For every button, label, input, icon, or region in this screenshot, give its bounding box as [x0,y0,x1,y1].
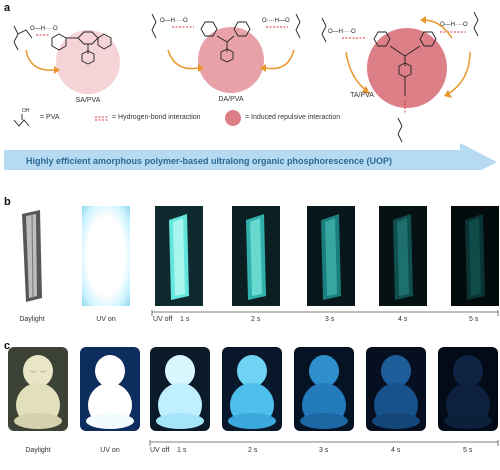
film-4s-photo [379,206,427,306]
ta-pva-bottom [397,117,403,143]
statue-daylight-label: Daylight [25,447,51,454]
svg-text:O—H····O: O—H····O [328,29,356,35]
uop-banner-arrow [4,143,497,170]
timeline-c-1s: 1 s [177,447,187,454]
timeline-b-uv-off: UV off [153,316,173,323]
sa-pva-chain [13,25,33,51]
panel-a-schematic: O—H····O O—H····O O····H—O O—H····O O—H·… [4,11,497,170]
film-daylight-photo [12,206,52,306]
da-pva-right [295,13,301,39]
timeline-b-axis [151,310,499,316]
svg-text:O—H····O: O—H····O [30,26,58,32]
legend-pva-icon [13,114,30,127]
sa-circle [56,30,120,94]
sa-molecule [51,31,112,65]
ta-arrow-top [423,19,453,39]
film-uv-on-label: UV on [96,316,116,323]
legend-pva-text: = PVA [40,114,60,121]
legend-hbond-text: = Hydrogen-bond interaction [112,114,201,121]
svg-text:O····H—O: O····H—O [262,18,290,24]
statue-1s-photo [150,347,210,431]
ta-pva-right [473,11,479,37]
svg-text:OH: OH [22,108,30,114]
timeline-b-5s: 5 s [469,316,479,323]
panel-b-letter: b [4,196,11,208]
film-uv-on-photo [82,206,130,306]
timeline-b-3s: 3 s [325,316,335,323]
da-pva-left [151,13,157,39]
film-1s-photo [155,206,203,306]
film-3s-photo [307,206,355,306]
statue-4s-photo [366,347,426,431]
da-molecule [200,21,251,63]
timeline-b-1s: 1 s [180,316,190,323]
timeline-c-uv-off: UV off [150,447,170,454]
da-arrow-right [265,49,295,70]
timeline-c-5s: 5 s [463,447,473,454]
da-pva-label: DA/PVA [218,96,244,103]
timeline-b-4s: 4 s [398,316,408,323]
legend-repulsive-text: = Induced repulsive interaction [245,114,341,121]
statue-5s-photo [438,347,498,431]
da-arrow-left [167,49,199,70]
sa-arrow [25,49,55,71]
sa-pva-label: SA/PVA [75,97,101,104]
statue-uv-on-photo [80,347,140,431]
ta-molecule [373,31,437,96]
statue-3s-photo [294,347,354,431]
film-2s-photo [232,206,280,306]
timeline-b-2s: 2 s [251,316,261,323]
ta-circle [367,28,447,108]
panel-a-letter: a [4,2,11,14]
statue-daylight-photo [8,347,68,431]
statue-2s-photo [222,347,282,431]
legend-repulsive-icon [225,110,241,126]
statue-uv-on-label: UV on [100,447,120,454]
film-5s-photo [451,206,499,306]
ta-pva-left [321,17,327,43]
uop-banner-text: Highly efficient amorphous polymer-based… [26,156,393,166]
svg-text:O—H····O: O—H····O [160,18,188,24]
ta-arrow-left [345,51,367,91]
timeline-c-2s: 2 s [248,447,258,454]
timeline-c-3s: 3 s [319,447,329,454]
ta-arrow-right [447,51,471,95]
svg-text:O—H····O: O—H····O [440,22,468,28]
ta-pva-label: TA/PVA [350,92,374,99]
film-daylight-label: Daylight [19,316,45,323]
timeline-c-axis [149,440,499,446]
panel-c-letter: c [4,340,11,352]
timeline-c-4s: 4 s [391,447,401,454]
